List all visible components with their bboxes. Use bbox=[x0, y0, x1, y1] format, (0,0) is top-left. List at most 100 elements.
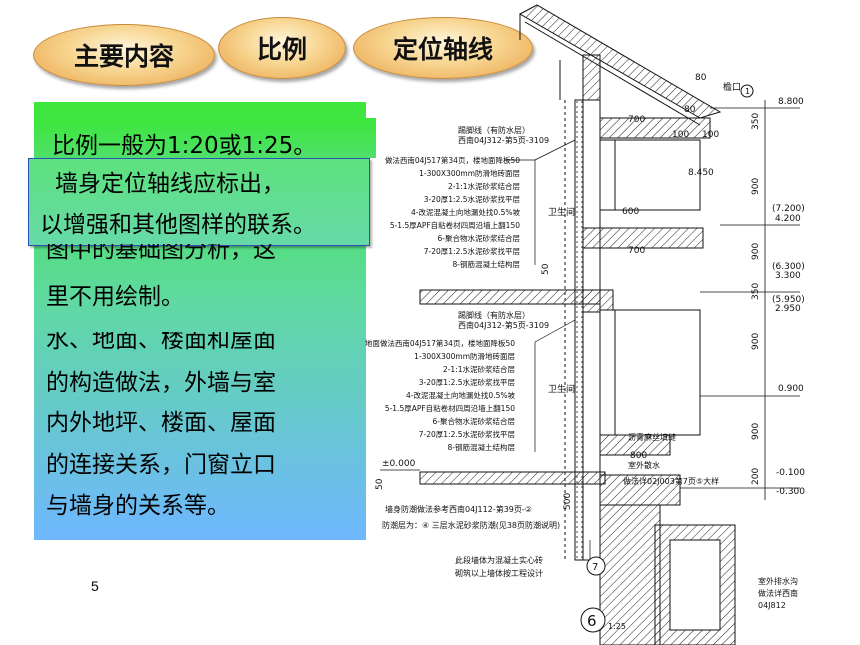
text-fragment-c: 水、地面、楼面和屋面 bbox=[46, 332, 276, 353]
detail-bubble: 6 1:25 bbox=[580, 607, 626, 633]
floor1-line-4: 4-改泥混凝土向地漏处找0.5%坡 bbox=[411, 207, 521, 217]
elev-6: (5.950) bbox=[772, 295, 805, 305]
text-line-e: 内外地坪、楼面、屋面 bbox=[46, 410, 276, 436]
tab-scale-label: 比例 bbox=[256, 35, 307, 64]
elev-9: ±0.000 bbox=[382, 459, 416, 469]
dim-1: 600 bbox=[622, 207, 639, 217]
label-drain-c: 04J812 bbox=[758, 601, 786, 610]
text-line-d: 的构造做法，外墙与室 bbox=[46, 370, 276, 396]
tab-main-content[interactable]: 主要内容 bbox=[33, 24, 215, 86]
axis-number: 7 bbox=[592, 562, 598, 573]
floor2-line-1: 1-300X300mm防滑地砖面层 bbox=[414, 351, 515, 361]
dim-0: 700 bbox=[628, 115, 645, 125]
elev-5: 3.300 bbox=[775, 271, 801, 281]
text-fragment-b: 里不用绘制。 bbox=[46, 284, 184, 310]
floor1-line-2: 2-1:1水泥砂浆结合层 bbox=[448, 181, 521, 191]
elev-11: -0.300 bbox=[776, 487, 805, 497]
dim-13: 800 bbox=[630, 451, 647, 461]
floor-slabs bbox=[419, 117, 711, 506]
tab-axis-label: 定位轴线 bbox=[392, 35, 493, 64]
label-note-b: 砌筑以上墙体按工程设计 bbox=[455, 568, 543, 578]
dim-8: 900 bbox=[751, 243, 761, 260]
foundation bbox=[599, 504, 736, 645]
floor1-line-7: 7-20厚1:2.5水泥砂浆找平层 bbox=[424, 246, 521, 256]
page-number: 5 bbox=[91, 578, 99, 594]
floor2-line-4: 4-改泥混凝土向地漏处找0.5%坡 bbox=[406, 390, 516, 400]
floor1-line-6: 6-聚合物水泥砂浆结合层 bbox=[438, 233, 521, 243]
label-dampproof-a: 墙身防潮做法参考西南04J112-第39页-② bbox=[385, 504, 532, 514]
floor1-line-8: 8-钢筋混凝土结构层 bbox=[453, 259, 521, 269]
elev-4: (6.300) bbox=[772, 262, 805, 272]
label-drain-a: 室外排水沟 bbox=[758, 576, 798, 586]
leader-lines bbox=[505, 139, 591, 560]
axis-textbox bbox=[28, 158, 370, 246]
label-seal: 沥青麻丝填缝 bbox=[628, 432, 676, 442]
text-line-f: 的连接关系，门窗立口 bbox=[46, 452, 276, 478]
dim-4: 80 bbox=[684, 105, 696, 115]
elev-8: 0.900 bbox=[778, 384, 804, 394]
detail-scale: 1:25 bbox=[608, 622, 626, 631]
dim-17: 200 bbox=[751, 468, 761, 485]
tab-main-content-label: 主要内容 bbox=[73, 42, 174, 71]
floor1-line-5: 5-1.5厚APF自粘卷材四周沿墙上翻150 bbox=[390, 220, 520, 230]
dim-3: 80 bbox=[695, 73, 707, 83]
label-skirt2-a: 踢脚线（有防水层） bbox=[458, 310, 530, 320]
label-room2: 卫生间 bbox=[548, 383, 575, 395]
dim-7: 350 bbox=[751, 113, 761, 130]
dim-10: 900 bbox=[751, 423, 761, 440]
tab-scale[interactable]: 比例 bbox=[218, 17, 346, 79]
floor2-line-0: 地面做法西南04J517第34页，楼地面降板50 bbox=[365, 338, 515, 348]
floor1-line-0: 做法西南04J517第34页，楼地面降板50 bbox=[385, 155, 520, 165]
floor1-line-1: 1-300X300mm防滑地砖面层 bbox=[419, 168, 520, 178]
tab-axis[interactable]: 定位轴线 bbox=[353, 17, 533, 79]
label-outdoor-ref: 做法详02J003第7页⑤大样 bbox=[623, 476, 719, 486]
elev-0: 8.800 bbox=[778, 97, 804, 107]
dim-6: 100 bbox=[702, 130, 719, 140]
floor1-line-3: 3-20厚1:2.5水泥砂浆找平层 bbox=[424, 194, 521, 204]
level-lines bbox=[380, 100, 800, 500]
label-note-a: 此段墙体为混凝土实心砖 bbox=[455, 555, 543, 565]
dim-9: 900 bbox=[751, 333, 761, 350]
label-callout: 1 bbox=[745, 87, 750, 96]
floor1-spec: 做法西南04J517第34页，楼地面降板50 1-300X300mm防滑地砖面层… bbox=[385, 155, 521, 269]
floor2-line-5: 5-1.5厚APF自粘卷材四周沿墙上翻150 bbox=[385, 403, 515, 413]
dim-15: 50 bbox=[541, 263, 551, 275]
label-room1: 卫生间 bbox=[548, 206, 575, 218]
content-panel-top-strip bbox=[34, 118, 376, 158]
text-line-g: 与墙身的关系等。 bbox=[46, 493, 230, 519]
floor2-spec: 地面做法西南04J517第34页，楼地面降板50 1-300X300mm防滑地砖… bbox=[365, 338, 516, 452]
floor2-line-6: 6-聚合物水泥砂浆结合层 bbox=[433, 416, 516, 426]
floor2-line-8: 8-钢筋混凝土结构层 bbox=[448, 442, 516, 452]
elev-3: 4.200 bbox=[775, 214, 801, 224]
floor2-line-3: 3-20厚1:2.5水泥砂浆找平层 bbox=[419, 377, 516, 387]
roof bbox=[518, 4, 722, 126]
label-skirt1-a: 踢脚线（有防水层） bbox=[458, 125, 530, 135]
elev-2: (7.200) bbox=[772, 204, 805, 214]
label-drain-b: 做法详西南 bbox=[758, 588, 798, 598]
label-skirt2-b: 西南04J312-第5页-3109 bbox=[458, 320, 549, 330]
elev-1: 8.450 bbox=[688, 168, 714, 178]
windows bbox=[599, 139, 701, 456]
floor2-line-7: 7-20厚1:2.5水泥砂浆找平层 bbox=[419, 429, 516, 439]
dim-5: 100 bbox=[672, 130, 689, 140]
text-fragment-a: 图中的基础图分析，这 bbox=[46, 244, 276, 260]
text-axis-line1: 墙身定位轴线应标出， bbox=[55, 171, 285, 197]
elev-7: 2.950 bbox=[775, 304, 801, 314]
label-gutter: 檐口 bbox=[723, 81, 741, 93]
label-outdoor: 室外散水 bbox=[628, 460, 660, 470]
dim-12: 900 bbox=[751, 178, 761, 195]
text-axis-line2: 以增强和其他图样的联系。 bbox=[40, 212, 316, 238]
elev-10: -0.100 bbox=[776, 468, 805, 478]
dim-16: 50 bbox=[375, 478, 385, 490]
detail-number: 6 bbox=[587, 612, 597, 630]
exterior-wall bbox=[564, 99, 601, 561]
dim-11: 350 bbox=[751, 283, 761, 300]
axis-bubble: 7 bbox=[586, 556, 606, 576]
text-scale-line: 比例一般为1:20或1:25。 bbox=[52, 133, 317, 157]
dim-2: 700 bbox=[628, 246, 645, 256]
dim-14: 500 bbox=[563, 493, 573, 510]
floor2-line-2: 2-1:1水泥砂浆结合层 bbox=[443, 364, 516, 374]
label-skirt1-b: 西南04J312-第5页-3109 bbox=[458, 135, 549, 145]
label-dampproof-b: 防潮层为：④ 三层水泥砂浆防潮(见38页防潮说明) bbox=[382, 520, 560, 530]
